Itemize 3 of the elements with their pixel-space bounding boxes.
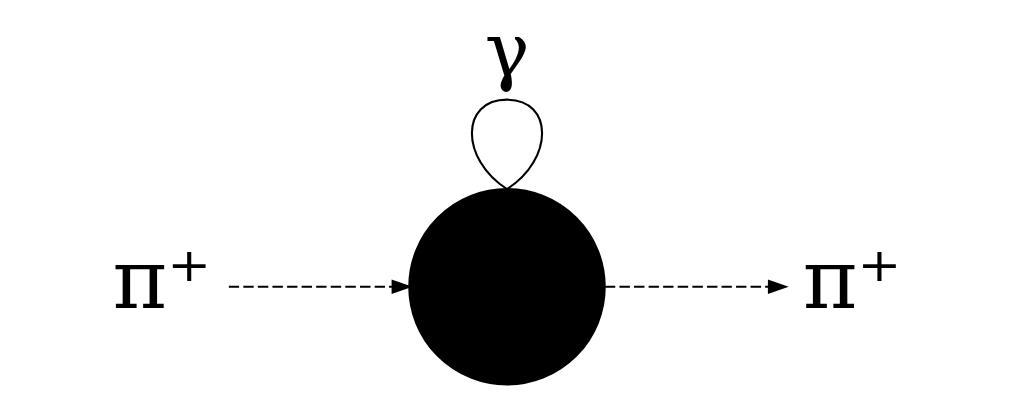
edge-label: γ <box>484 7 529 95</box>
node-text: π⁺ <box>802 230 901 328</box>
node-text: π⁺ <box>112 230 211 328</box>
